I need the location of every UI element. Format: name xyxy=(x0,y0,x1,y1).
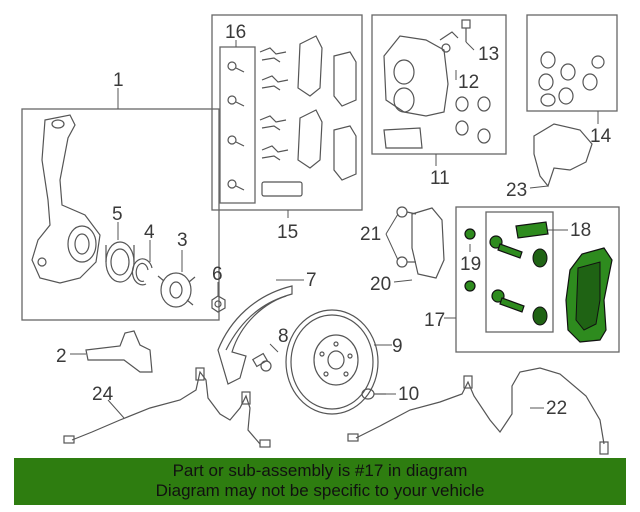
callout-11[interactable]: 11 xyxy=(430,168,450,189)
notice-line-1: Part or sub-assembly is #17 in diagram xyxy=(172,461,468,480)
steering-knuckle-part[interactable] xyxy=(31,114,101,284)
callout-2[interactable]: 2 xyxy=(56,346,67,367)
wear-sensor-left-part[interactable] xyxy=(63,367,271,448)
pad-bolts-part[interactable] xyxy=(227,61,245,191)
callout-19[interactable]: 19 xyxy=(460,254,481,275)
brake-caliper-part[interactable] xyxy=(383,35,449,149)
guide-pin-lower xyxy=(491,289,525,313)
bleeder-screw-part[interactable] xyxy=(439,19,471,53)
dust-shield-part[interactable] xyxy=(217,285,293,385)
bracket-bolts xyxy=(464,228,476,292)
caliper-bracket-group-box xyxy=(455,206,620,353)
callout-13[interactable]: 13 xyxy=(478,44,499,65)
callout-3[interactable]: 3 xyxy=(177,230,188,251)
callout-5[interactable]: 5 xyxy=(112,204,123,225)
snap-ring-part[interactable] xyxy=(131,258,153,286)
shield-bolt-part[interactable] xyxy=(251,352,272,372)
caliper-group-box xyxy=(371,14,507,155)
notice-line-2: Diagram may not be specific to your vehi… xyxy=(155,481,485,500)
callout-1[interactable]: 1 xyxy=(113,70,124,91)
caliper-seals-part[interactable] xyxy=(455,96,491,144)
callout-4[interactable]: 4 xyxy=(144,222,155,243)
caliper-support-part[interactable] xyxy=(396,206,445,279)
callout-8[interactable]: 8 xyxy=(278,326,289,347)
wear-sensor-right-part[interactable] xyxy=(347,367,609,455)
brake-rotor-part[interactable] xyxy=(285,309,379,415)
bracket-hardware-sub-box xyxy=(485,211,554,333)
pad-hardware-sub-box xyxy=(219,46,256,204)
splash-shield-small-part[interactable] xyxy=(85,330,153,373)
callout-9[interactable]: 9 xyxy=(392,336,403,357)
callout-21[interactable]: 21 xyxy=(360,224,381,245)
callout-18[interactable]: 18 xyxy=(570,220,591,241)
wheel-hub-part[interactable] xyxy=(157,272,196,308)
seal-kit-group-box xyxy=(526,14,618,112)
callout-22[interactable]: 22 xyxy=(546,398,567,419)
diagram-notice-banner: Part or sub-assembly is #17 in diagram D… xyxy=(14,458,626,505)
callout-17[interactable]: 17 xyxy=(424,310,445,331)
seal-kit-part[interactable] xyxy=(538,51,605,107)
callout-7[interactable]: 7 xyxy=(306,270,317,291)
rotor-screw-part[interactable] xyxy=(361,388,386,400)
brake-pads-part[interactable] xyxy=(261,35,357,197)
callout-16[interactable]: 16 xyxy=(225,22,246,43)
callout-12[interactable]: 12 xyxy=(458,72,479,93)
knuckle-group-box xyxy=(21,108,220,321)
wheel-bearing-part[interactable] xyxy=(105,241,135,283)
callout-10[interactable]: 10 xyxy=(398,384,419,405)
caliper-mount-bracket-part[interactable] xyxy=(533,123,593,188)
pad-kit-group-box xyxy=(211,14,363,211)
pad-hardware-clips-part[interactable] xyxy=(259,47,289,161)
callout-6[interactable]: 6 xyxy=(212,264,223,285)
callout-15[interactable]: 15 xyxy=(277,222,298,243)
callout-14[interactable]: 14 xyxy=(590,126,612,147)
callout-23[interactable]: 23 xyxy=(506,180,527,201)
caliper-bracket-assembly-highlighted[interactable] xyxy=(464,221,613,343)
callout-24[interactable]: 24 xyxy=(92,384,114,405)
guide-pin-upper xyxy=(489,235,523,259)
callout-20[interactable]: 20 xyxy=(370,274,391,295)
